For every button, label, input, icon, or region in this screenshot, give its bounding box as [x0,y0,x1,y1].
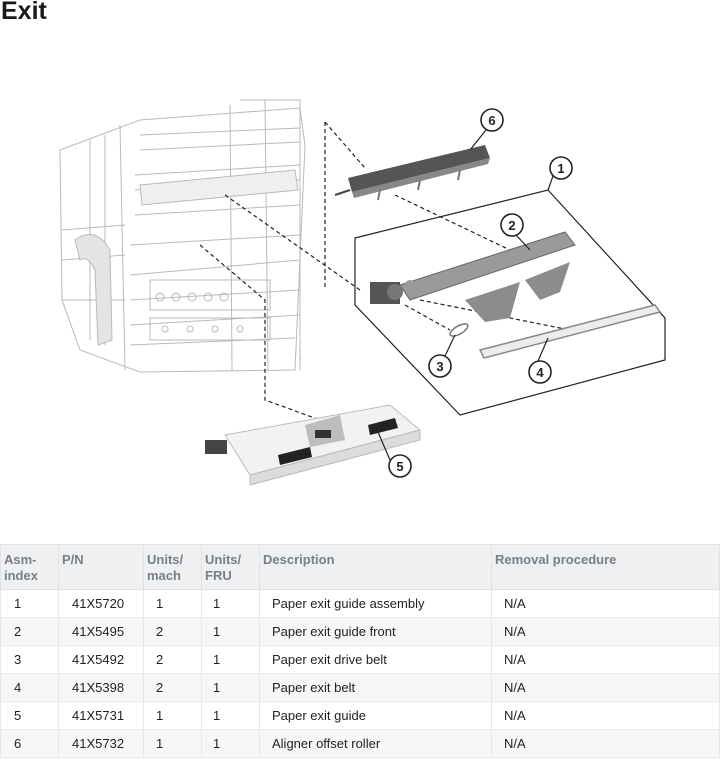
cell-asm-index: 5 [0,701,59,730]
cell-description: Paper exit belt [259,673,492,702]
callout-label: 1 [557,161,564,176]
callout-6: 6 [480,108,504,132]
header-asm-index: Asm-index [0,544,59,590]
cell-units-fru: 1 [201,701,260,730]
cell-asm-index: 1 [0,589,59,618]
callout-label: 5 [396,459,403,474]
cell-units-mach: 1 [143,701,202,730]
leader-line-3 [404,304,451,331]
cell-asm-index: 6 [0,729,59,758]
part-paper-exit-guide [205,404,422,486]
table-row: 4 41X5398 2 1 Paper exit belt N/A [0,673,720,702]
cell-asm-index: 4 [0,673,59,702]
cell-removal-procedure: N/A [491,701,720,730]
callout-label: 2 [508,218,515,233]
cell-part-number: 41X5731 [58,701,144,730]
callout-label: 3 [436,359,443,374]
cell-removal-procedure: N/A [491,617,720,646]
cell-units-fru: 1 [201,589,260,618]
cell-units-fru: 1 [201,729,260,758]
leader-line-6b [324,121,366,169]
cell-description: Aligner offset roller [259,729,492,758]
part-aligner-offset-roller [334,145,490,201]
callout-5: 5 [388,454,412,478]
cell-description: Paper exit guide assembly [259,589,492,618]
table-header-row: Asm-index P/N Units/mach Units/FRU Descr… [0,544,720,590]
cell-removal-procedure: N/A [491,589,720,618]
table-row: 3 41X5492 2 1 Paper exit drive belt N/A [0,645,720,674]
callout-1: 1 [549,156,573,180]
cell-part-number: 41X5732 [58,729,144,758]
cell-units-mach: 2 [143,645,202,674]
leader-line-4 [419,299,571,331]
cell-description: Paper exit guide front [259,617,492,646]
cell-part-number: 41X5398 [58,673,144,702]
callout-2: 2 [500,213,524,237]
cell-part-number: 41X5492 [58,645,144,674]
part-paper-exit-belt [478,304,662,359]
cell-units-mach: 2 [143,617,202,646]
leader-line-5 [199,244,321,421]
cell-removal-procedure: N/A [491,729,720,758]
part-paper-exit-drive-belt [449,323,469,337]
leader-line-2 [394,194,511,251]
cell-removal-procedure: N/A [491,645,720,674]
printer-frame-illustration [59,99,306,373]
callout-3: 3 [428,354,452,378]
cell-units-mach: 2 [143,673,202,702]
exploded-parts-diagram: 1 2 3 4 5 6 [59,99,666,486]
callout-4: 4 [528,360,552,384]
cell-description: Paper exit drive belt [259,645,492,674]
cell-description: Paper exit guide [259,701,492,730]
cell-units-fru: 1 [201,673,260,702]
parts-table: Asm-index P/N Units/mach Units/FRU Descr… [0,544,720,758]
callout-label: 6 [488,113,495,128]
leader-line-1 [224,194,361,291]
table-row: 5 41X5731 1 1 Paper exit guide N/A [0,701,720,730]
cell-units-mach: 1 [143,589,202,618]
table-row: 2 41X5495 2 1 Paper exit guide front N/A [0,617,720,646]
cell-units-fru: 1 [201,645,260,674]
table-row: 1 41X5720 1 1 Paper exit guide assembly … [0,589,720,618]
cell-asm-index: 2 [0,617,59,646]
header-part-number: P/N [58,544,144,590]
cell-asm-index: 3 [0,645,59,674]
header-description: Description [259,544,492,590]
table-row: 6 41X5732 1 1 Aligner offset roller N/A [0,729,720,758]
header-units-fru: Units/FRU [201,544,260,590]
header-units-mach: Units/mach [143,544,202,590]
callout-label: 4 [536,365,544,380]
cell-units-fru: 1 [201,617,260,646]
cell-units-mach: 1 [143,729,202,758]
header-removal-procedure: Removal procedure [491,544,720,590]
cell-part-number: 41X5495 [58,617,144,646]
cell-part-number: 41X5720 [58,589,144,618]
cell-removal-procedure: N/A [491,673,720,702]
page-title: Exit [1,0,47,25]
part-paper-exit-guide-front [370,231,576,322]
